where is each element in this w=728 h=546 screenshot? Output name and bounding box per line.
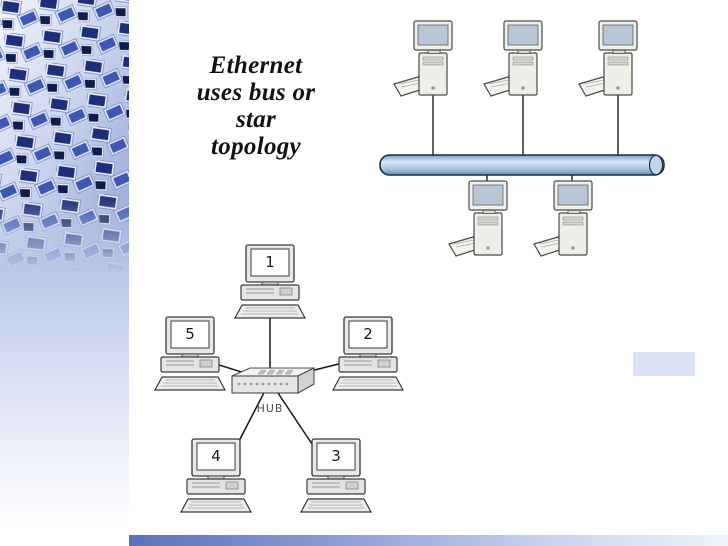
- station-number: 4: [211, 447, 221, 465]
- star-station: 2: [330, 316, 406, 396]
- sidebar-gradient: [0, 272, 129, 546]
- station-number: 5: [185, 325, 195, 343]
- hub: HUB: [224, 366, 316, 415]
- title-line: star: [235, 106, 277, 133]
- bus-computer: [392, 20, 462, 110]
- left-sidebar: [0, 0, 129, 546]
- star-station: 1: [232, 244, 308, 324]
- bus-backbone-and-links: [379, 94, 665, 186]
- slide-title: Ethernet uses bus or star topology: [158, 52, 354, 160]
- title-line: uses bus or: [196, 79, 316, 106]
- computers-collage-image: [0, 0, 129, 272]
- tower-pc-icon: [532, 180, 602, 270]
- hub-icon: [224, 366, 316, 396]
- bottom-accent-bar: [129, 535, 728, 546]
- tower-pc-icon: [482, 20, 552, 110]
- hub-label: HUB: [256, 402, 284, 415]
- star-station: 4: [178, 438, 254, 518]
- star-station: 3: [298, 438, 374, 518]
- star-topology-diagram: 1 2 3 4 5 HUB: [140, 238, 440, 536]
- bus-computer: [482, 20, 552, 110]
- bus-computer: [447, 180, 517, 270]
- station-number: 1: [265, 253, 275, 271]
- tower-pc-icon: [447, 180, 517, 270]
- bus-computer: [532, 180, 602, 270]
- decorative-rectangle: [633, 352, 695, 376]
- station-number: 2: [363, 325, 373, 343]
- star-station: 5: [152, 316, 228, 396]
- bus-computer: [577, 20, 647, 110]
- title-line: topology: [211, 133, 301, 160]
- bus-topology-diagram: [362, 20, 682, 278]
- tower-pc-icon: [392, 20, 462, 110]
- station-number: 3: [331, 447, 341, 465]
- tower-pc-icon: [577, 20, 647, 110]
- title-line: Ethernet: [209, 52, 303, 79]
